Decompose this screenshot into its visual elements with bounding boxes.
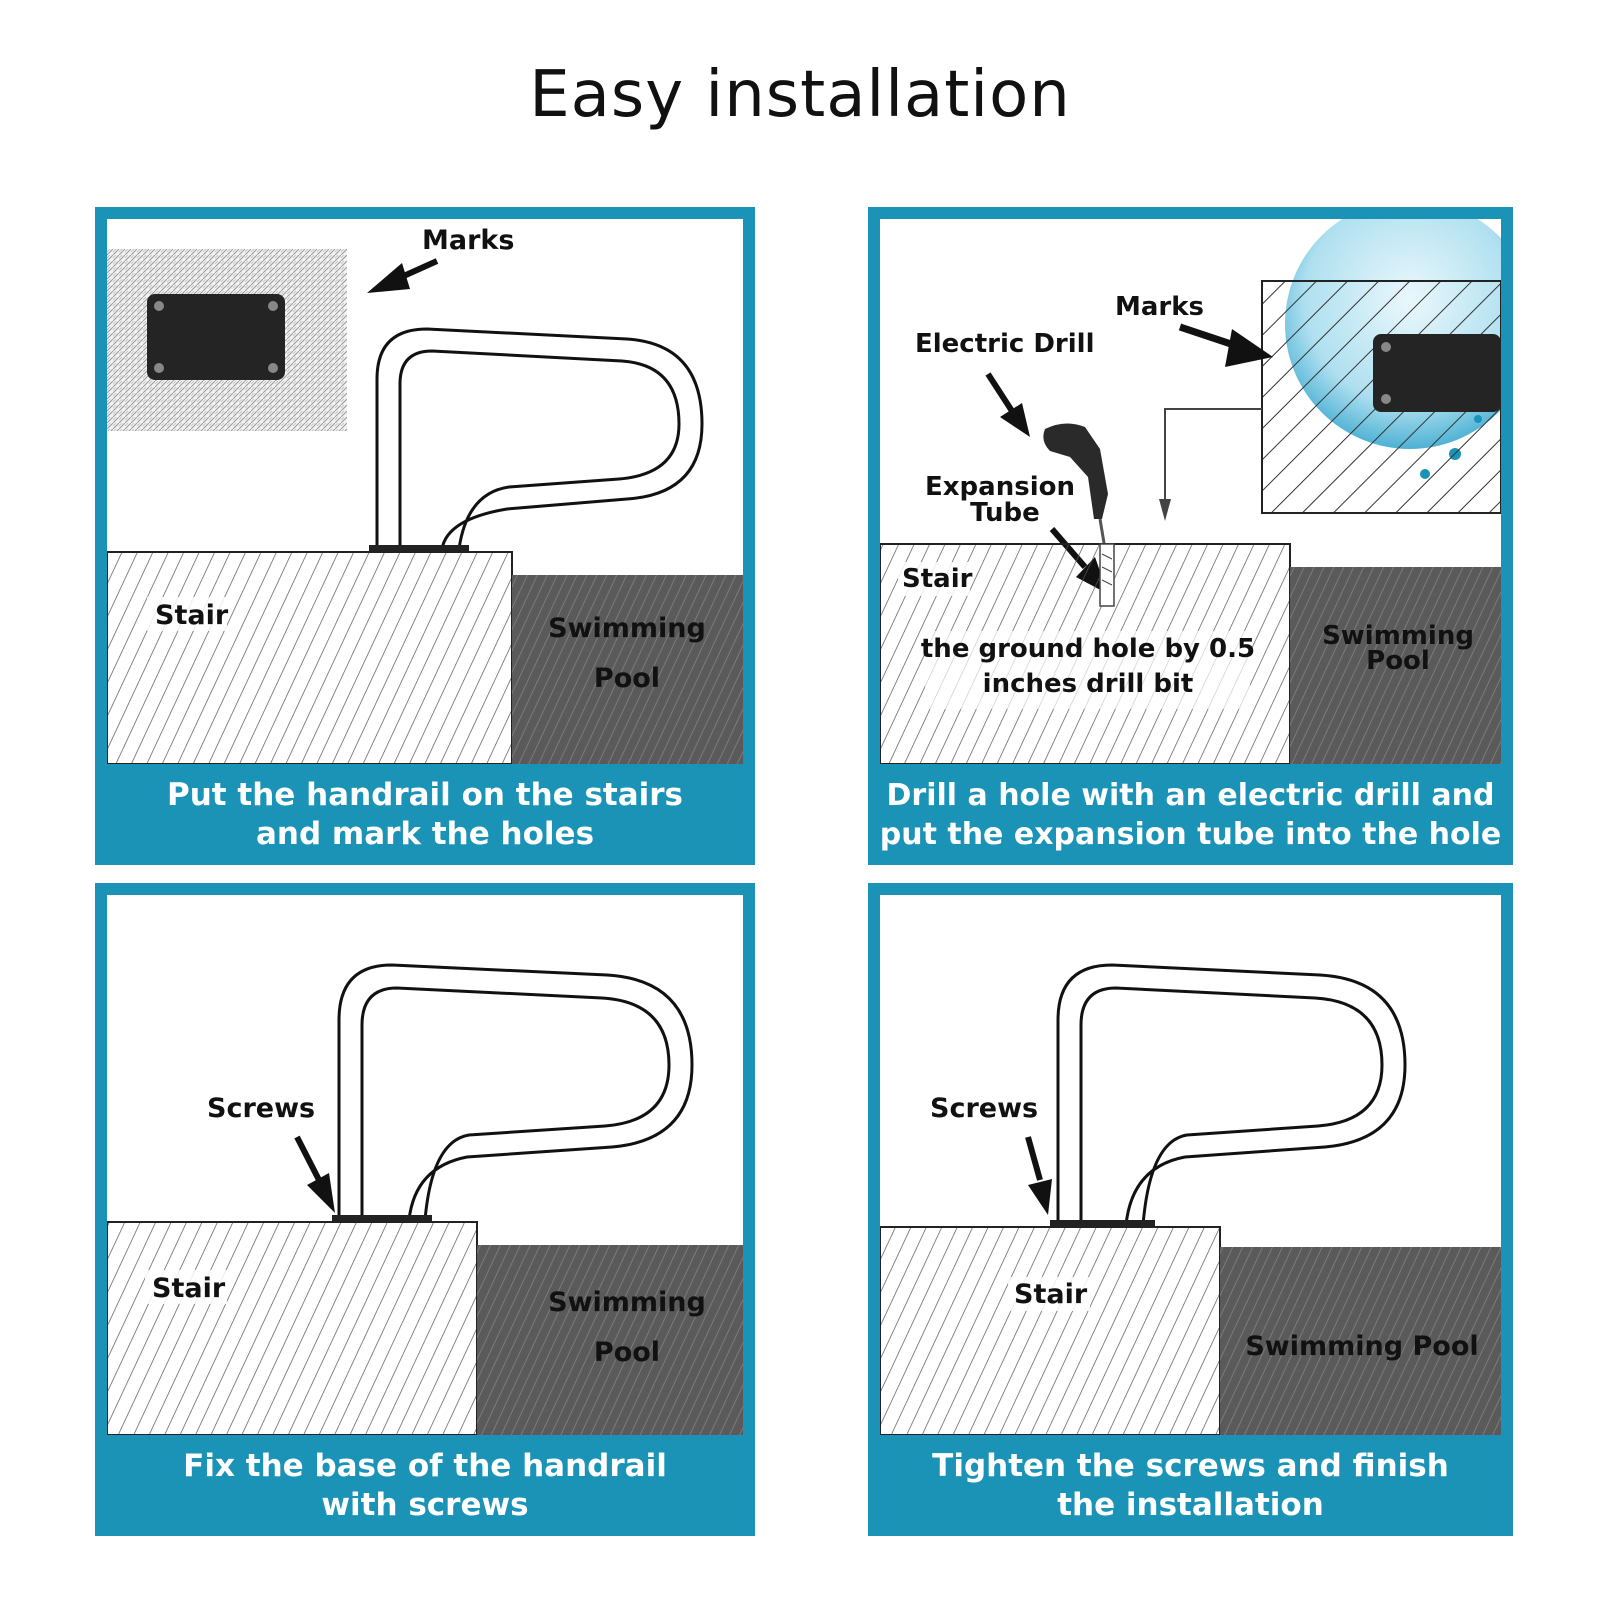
marks-label: Marks [422, 225, 514, 256]
stair-label: Stair [155, 600, 229, 631]
step-3-panel: Screws Stair Swimming Pool Fix the base … [95, 883, 755, 1536]
step-4-panel: Screws Stair Swimming Pool Tighten the s… [868, 883, 1513, 1536]
caption-line: put the expansion tube into the hole [879, 816, 1502, 852]
step-2-panel: Marks Electric Drill Expansion Tube [868, 207, 1513, 865]
caption-line: Tighten the screws and finish [932, 1447, 1449, 1484]
swimming-pool-block [512, 575, 743, 764]
arrow-icon [367, 258, 439, 293]
arrow-icon [1178, 323, 1273, 367]
step-2-caption: Drill a hole with an electric drill and … [868, 764, 1513, 865]
pool-label-line1: Swimming [1322, 621, 1474, 651]
hole-note-line2: inches drill bit [983, 669, 1194, 699]
handrail [375, 327, 704, 550]
stair-label: Stair [1014, 1279, 1088, 1310]
expansion-tube-label-line2: Tube [970, 498, 1040, 528]
stair-label: Stair [152, 1273, 226, 1304]
pool-label-line1: Swimming [548, 1287, 706, 1318]
arrow-icon [294, 1135, 335, 1213]
caption-line: Fix the base of the handrail [183, 1447, 667, 1484]
step-3-caption: Fix the base of the handrail with screws [95, 1435, 755, 1536]
stair-block [107, 551, 513, 764]
pool-label-line2: Pool [594, 663, 660, 694]
step-1-panel: Marks Stair Swimming Pool Put the handra… [95, 207, 755, 865]
swimming-pool-block [477, 1245, 743, 1435]
handrail [1056, 963, 1407, 1226]
stair-label: Stair [902, 564, 973, 594]
step-1-illustration: Marks Stair Swimming Pool [107, 219, 743, 764]
expansion-tube-icon [1099, 543, 1115, 607]
stair-block [107, 1221, 478, 1435]
step-4-illustration: Screws Stair Swimming Pool [880, 895, 1501, 1435]
pool-label-line1: Swimming [548, 613, 706, 644]
electric-drill-label: Electric Drill [915, 329, 1095, 359]
caption-line: with screws [321, 1486, 529, 1523]
step-1-caption: Put the handrail on the stairs and mark … [95, 764, 755, 865]
caption-line: Drill a hole with an electric drill and [886, 777, 1495, 813]
arrow-icon [985, 372, 1030, 437]
swimming-pool-block [1290, 567, 1501, 764]
hole-note-line1: the ground hole by 0.5 [921, 634, 1255, 664]
screws-label: Screws [207, 1093, 315, 1124]
caption-line: the installation [1057, 1486, 1324, 1523]
pool-label-line2: Pool [1366, 646, 1430, 676]
page-title: Easy installation [529, 58, 1071, 132]
arrow-icon [1025, 1136, 1052, 1215]
handrail-base-plate [147, 294, 285, 380]
pool-label: Swimming Pool [1245, 1331, 1478, 1362]
swimming-pool-block [1220, 1247, 1501, 1435]
expansion-tube-label-line1: Expansion [925, 472, 1075, 502]
handrail [337, 963, 694, 1221]
screws-label: Screws [930, 1093, 1038, 1124]
handrail-base-plate [1373, 334, 1501, 412]
step-3-illustration: Screws Stair Swimming Pool [107, 895, 743, 1435]
step-2-illustration: Marks Electric Drill Expansion Tube [880, 219, 1501, 764]
step-4-caption: Tighten the screws and finish the instal… [868, 1435, 1513, 1536]
pool-label-line2: Pool [594, 1337, 660, 1368]
caption-line: Put the handrail on the stairs [166, 776, 684, 813]
stair-block [880, 1226, 1221, 1435]
marks-label: Marks [1115, 292, 1204, 322]
caption-line: and mark the holes [255, 815, 595, 852]
